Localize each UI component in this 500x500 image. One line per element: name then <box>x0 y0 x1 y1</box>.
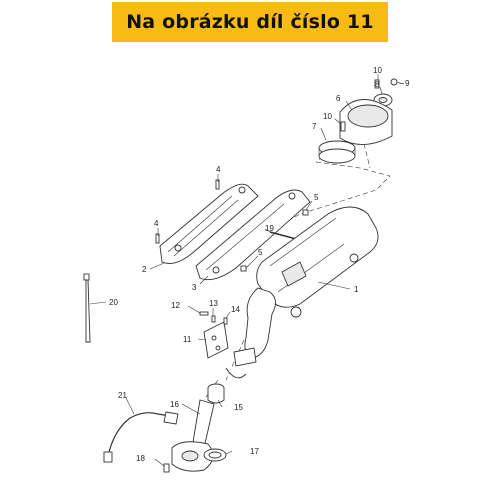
callout-10: 10 <box>373 66 382 75</box>
page-title-banner: Na obrázku díl číslo 11 <box>112 2 388 42</box>
page-title: Na obrázku díl číslo 11 <box>126 11 374 33</box>
part-14-bolt <box>223 317 228 325</box>
callout-1: 1 <box>354 285 359 294</box>
part-21-sensor <box>103 411 179 463</box>
part-5-screws <box>240 209 309 272</box>
callout-7: 7 <box>312 122 317 131</box>
part-12-bolt <box>199 311 209 316</box>
callout-14: 14 <box>231 305 240 314</box>
callout-19: 19 <box>265 224 274 233</box>
callout-6: 6 <box>336 94 341 103</box>
callout-21: 21 <box>118 391 127 400</box>
callout-17: 17 <box>250 447 259 456</box>
part-1-muffler <box>225 206 379 379</box>
callout-4: 4 <box>154 219 159 228</box>
callout-13: 13 <box>209 299 218 308</box>
part-11-bracket <box>203 321 229 359</box>
part-10-bolt-top <box>374 79 380 89</box>
part-16-exhaust-pipe <box>171 399 215 472</box>
part-4-screws <box>155 179 220 244</box>
part-17-gasket <box>203 448 227 462</box>
callout-16: 16 <box>170 400 179 409</box>
part-6-end-cap <box>339 99 393 145</box>
leader-lines <box>89 74 405 467</box>
part-2-heat-shield <box>159 183 259 264</box>
part-3-heat-shield <box>195 189 311 281</box>
part-13-bolt <box>211 315 216 323</box>
callout-5: 5 <box>314 193 319 202</box>
part-7-gasket <box>318 140 356 164</box>
part-20-cable-tie <box>83 273 91 343</box>
callout-2: 2 <box>142 265 147 274</box>
callout-5: 5 <box>258 248 263 257</box>
callout-10: 10 <box>323 112 332 121</box>
callout-18: 18 <box>136 454 145 463</box>
callout-11: 11 <box>183 335 192 344</box>
part-15-sleeve <box>207 383 225 404</box>
part-18-bolt <box>163 463 170 473</box>
part-9-screw <box>390 78 405 86</box>
part-10-bolt-mid <box>340 121 346 132</box>
callout-labels: 1 2 3 4 4 5 5 6 7 8 9 10 10 11 12 13 14 … <box>109 66 410 463</box>
callout-9: 9 <box>405 79 410 88</box>
callout-12: 12 <box>171 301 180 310</box>
callout-15: 15 <box>234 403 243 412</box>
callout-20: 20 <box>109 298 118 307</box>
callout-3: 3 <box>192 283 197 292</box>
callout-4: 4 <box>216 165 221 174</box>
callout-8: 8 <box>375 80 380 89</box>
